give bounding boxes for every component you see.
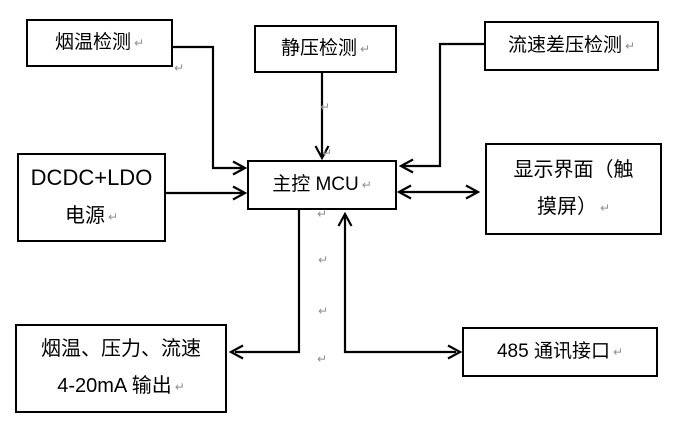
node-label: 485 通讯接口↵ (496, 341, 624, 363)
node-label-line2: 摸屏）↵ (536, 195, 611, 218)
return-mark-icon: ↵ (107, 210, 119, 224)
node-label: 静压检测↵ (280, 38, 371, 60)
node-label: 烟温检测↵ (54, 32, 145, 54)
arrowhead-left-icon (228, 344, 244, 360)
return-mark-icon: ↵ (624, 39, 636, 54)
arrowhead-down-icon (314, 145, 330, 161)
node-label: 流速差压检测↵ (507, 35, 636, 57)
node-label-line1: 显示界面（触 (513, 158, 634, 181)
node-label: 主控 MCU↵ (272, 174, 372, 196)
node-static-pressure-detect: 静压检测↵ (254, 25, 397, 73)
arrowhead-left-icon (398, 158, 414, 174)
node-label-line2: 电源↵ (64, 205, 119, 227)
connector-mcu-to-analog (235, 210, 301, 354)
return-mark-icon: ↵ (599, 200, 611, 215)
arrowhead-right-icon (465, 184, 481, 200)
return-mark-icon: ↵ (174, 380, 185, 394)
node-label-line1: DCDC+LDO (30, 165, 153, 190)
node-main-mcu: 主控 MCU↵ (247, 160, 397, 210)
return-mark-icon: ↵ (612, 345, 624, 360)
connector-flow-to-mcu (403, 42, 484, 168)
node-rs485-interface: 485 通讯接口↵ (462, 327, 658, 377)
node-flow-diff-pressure-detect: 流速差压检测↵ (484, 21, 659, 71)
node-label-line1: 烟温、压力、流速 (41, 338, 201, 360)
arrowhead-right-icon (232, 185, 248, 201)
connector-mcu-rs485 (343, 216, 456, 354)
node-label-line2: 4-20mA 输出↵ (57, 375, 185, 397)
return-mark-icon: ↵ (133, 36, 145, 51)
node-smoke-temp-detect: 烟温检测↵ (26, 19, 173, 67)
connector-smoke-to-mcu (173, 45, 243, 170)
arrowhead-up-icon (337, 211, 353, 227)
arrowhead-right-icon (447, 344, 463, 360)
arrowhead-right-icon (232, 160, 248, 176)
return-mark-icon: ↵ (359, 42, 371, 57)
node-analog-output: 烟温、压力、流速 4-20mA 输出↵ (15, 324, 227, 413)
node-display-touchscreen: 显示界面（触 摸屏）↵ (485, 143, 662, 235)
arrowhead-left-icon (396, 184, 412, 200)
return-mark-icon: ↵ (361, 178, 372, 193)
node-power-supply: DCDC+LDO 电源↵ (17, 153, 166, 242)
